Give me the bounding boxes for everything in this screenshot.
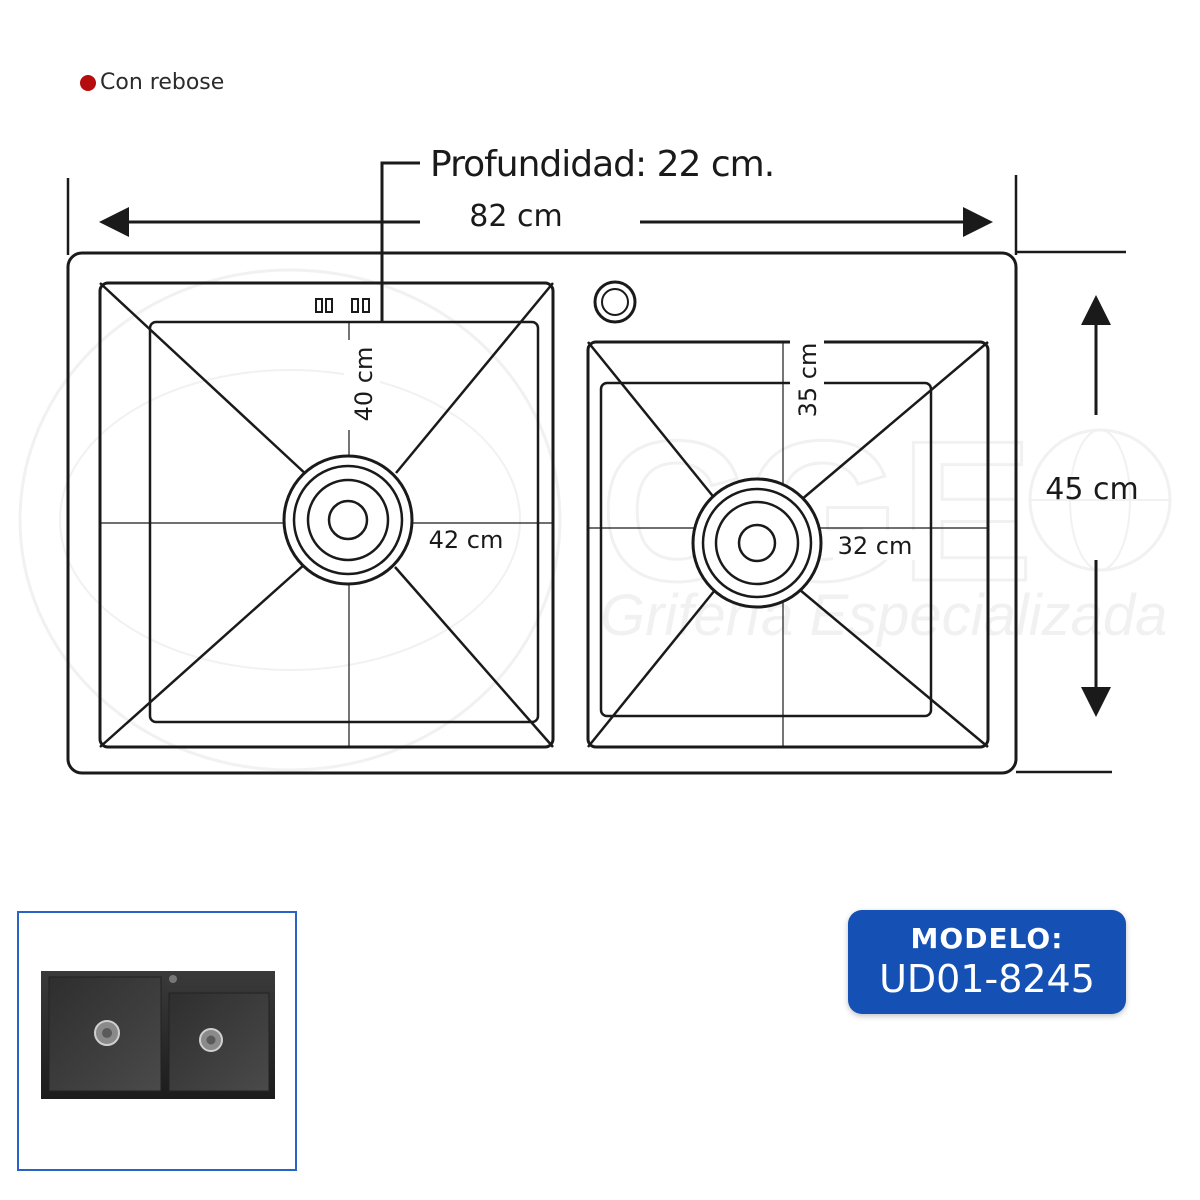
watermark-brand: CGE xyxy=(600,400,1033,623)
depth-label: Profundidad: 22 cm. xyxy=(430,144,774,185)
model-badge: MODELO: UD01-8245 xyxy=(848,910,1126,1014)
photo-right-drain-center xyxy=(206,1035,216,1045)
faucet-hole xyxy=(593,280,637,324)
photo-left-drain-center xyxy=(102,1028,112,1038)
depth-leader-line xyxy=(380,161,420,322)
left-bowl-height-label: 40 cm xyxy=(350,347,378,422)
overflow-note-text: Con rebose xyxy=(100,70,225,95)
right-width-label-bg xyxy=(833,530,915,560)
sink-photo-icon xyxy=(41,971,275,1099)
photo-faucet-hole-icon xyxy=(169,975,177,983)
left-bowl: 40 cm 42 cm xyxy=(98,281,555,749)
left-width-label-bg xyxy=(423,524,509,554)
left-drain-icon xyxy=(282,454,414,586)
model-label: MODELO: xyxy=(910,922,1064,955)
right-drain-icon xyxy=(691,477,823,609)
watermark-tagline: Grifería Especializada xyxy=(600,583,1167,648)
overflow-note: Con rebose xyxy=(80,70,224,95)
right-bowl-height-label: 35 cm xyxy=(794,343,822,418)
product-photo-card xyxy=(17,911,297,1171)
watermark: CGE Grifería Especializada xyxy=(18,268,1172,772)
model-value: UD01-8245 xyxy=(879,957,1095,1001)
overall-width-label: 82 cm xyxy=(469,199,562,234)
right-bowl-width-label: 32 cm xyxy=(838,532,913,560)
right-bowl: 35 cm 32 cm xyxy=(586,340,990,749)
left-height-label-bg xyxy=(344,340,380,430)
right-height-label-bg xyxy=(790,340,824,422)
overall-height-label: 45 cm xyxy=(1045,472,1138,507)
red-dot-icon xyxy=(80,74,96,91)
left-bowl-width-label: 42 cm xyxy=(429,526,504,554)
sink-outer-outline xyxy=(66,251,1018,775)
overflow-slots-icon xyxy=(315,298,370,313)
